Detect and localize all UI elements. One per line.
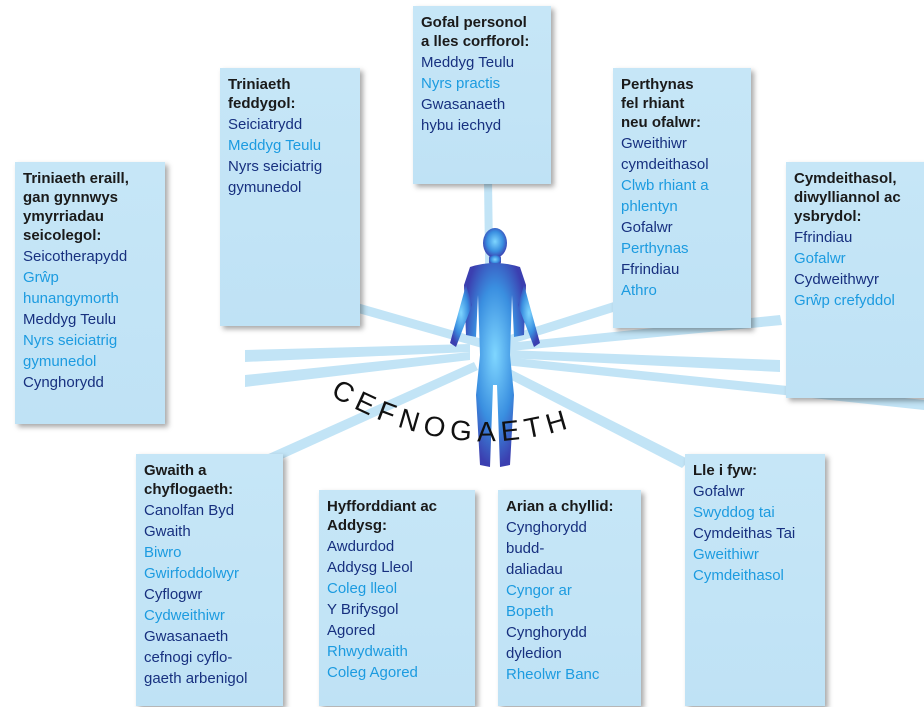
contact-item: gymunedol: [228, 179, 302, 196]
contact-item: Biwro: [144, 544, 182, 561]
box-title: Arian a chyllid:: [506, 498, 614, 515]
contact-item: Cymdeithasol: [693, 567, 784, 584]
box-social-cultural: Cymdeithasol, diwylliannol ac ysbrydol: …: [786, 162, 924, 398]
ray-other-1: [245, 344, 470, 362]
box-parent-carer: Perthynas fel rhiant neu ofalwr: Gweithi…: [613, 68, 751, 328]
contact-item: Cydweithwyr: [794, 271, 880, 288]
contact-item: Nyrs seiciatrig: [228, 158, 323, 175]
contact-item: gymunedol: [23, 353, 97, 370]
contact-item: Rheolwr Banc: [506, 666, 600, 683]
contact-item: Cyflogwr: [144, 586, 203, 603]
contact-item: Meddyg Teulu: [23, 311, 117, 328]
contact-item: Gwirfoddolwyr: [144, 565, 240, 582]
box-title: Cymdeithasol, diwylliannol ac ysbrydol:: [794, 170, 901, 225]
contact-item: phlentyn: [621, 198, 678, 215]
contact-item: Gwaith: [144, 523, 191, 540]
contact-item: Gweithiwr: [621, 135, 687, 152]
contact-item: Cynghorydd: [23, 374, 104, 391]
contact-item: Seiciatrydd: [228, 116, 303, 133]
contact-item: daliadau: [506, 561, 563, 578]
contact-item: Meddyg Teulu: [421, 54, 515, 71]
box-title: Triniaeth eraill, gan gynnwys ymyrriadau…: [23, 170, 129, 244]
contact-item: hunangymorth: [23, 290, 119, 307]
contact-item: Y Brifysgol: [327, 601, 399, 618]
box-personal-care: Gofal personol a lles corfforol: Meddyg …: [413, 6, 551, 184]
ray-work: [255, 362, 478, 468]
contact-item: Gwasanaeth: [421, 96, 506, 113]
contact-item: cefnogi cyflo-: [144, 649, 233, 666]
contact-item: Gwasanaeth: [144, 628, 229, 645]
contact-item: Swyddog tai: [693, 504, 775, 521]
box-title: Triniaeth feddygol:: [228, 76, 296, 112]
ray-other-2: [245, 352, 470, 387]
contact-item: cymdeithasol: [621, 156, 709, 173]
contact-item: Cydweithiwr: [144, 607, 225, 624]
contact-item: Perthynas: [621, 240, 689, 257]
contact-item: Rhwydwaith: [327, 643, 408, 660]
ray-parent: [488, 300, 626, 350]
contact-item: Gofalwr: [794, 250, 846, 267]
contact-item: Ffrindiau: [621, 261, 680, 278]
contact-item: budd-: [506, 540, 545, 557]
box-title: Hyfforddiant ac Addysg:: [327, 498, 438, 534]
contact-item: Nyrs seiciatrig: [23, 332, 118, 349]
contact-item: Cymdeithas Tai: [693, 525, 796, 542]
contact-item: Awdurdod: [327, 538, 395, 555]
contact-item: Seicotherapydd: [23, 248, 128, 265]
box-other-treatments: Triniaeth eraill, gan gynnwys ymyrriadau…: [15, 162, 165, 424]
contact-item: Clwb rhiant a: [621, 177, 709, 194]
contact-item: gaeth arbenigol: [144, 670, 248, 687]
contact-item: Grŵp crefyddol: [794, 292, 895, 309]
contact-item: dyledion: [506, 645, 562, 662]
ray-medical: [330, 297, 486, 348]
contact-item: Gweithiwr: [693, 546, 759, 563]
contact-item: hybu iechyd: [421, 117, 502, 134]
contact-item: Cyngor ar: [506, 582, 572, 599]
contact-item: Gofalwr: [693, 483, 745, 500]
ray-social-2: [505, 350, 780, 372]
box-title: Gofal personol a lles corfforol:: [421, 14, 530, 50]
box-title: Perthynas fel rhiant neu ofalwr:: [621, 76, 702, 131]
human-figure-icon: [450, 228, 540, 467]
contact-item: Coleg Agored: [327, 664, 418, 681]
contact-item: Grŵp: [23, 269, 59, 286]
contact-item: Meddyg Teulu: [228, 137, 322, 154]
contact-item: Coleg lleol: [327, 580, 398, 597]
contact-item: Bopeth: [506, 603, 554, 620]
contact-item: Ffrindiau: [794, 229, 853, 246]
contact-item: Agored: [327, 622, 376, 639]
contact-item: Nyrs practis: [421, 75, 501, 92]
contact-item: Canolfan Byd: [144, 502, 235, 519]
contact-item: Gofalwr: [621, 219, 673, 236]
contact-item: Cynghorydd: [506, 624, 587, 641]
ray-housing: [496, 364, 690, 468]
box-money-finance: Arian a chyllid: Cynghorydd budd-daliadau…: [498, 490, 641, 706]
contact-item: Athro: [621, 282, 657, 299]
box-title: Gwaith a chyflogaeth:: [144, 462, 234, 498]
contact-item: Cynghorydd: [506, 519, 587, 536]
contact-item: Addysg Lleol: [327, 559, 413, 576]
box-title: Lle i fyw:: [693, 462, 758, 479]
